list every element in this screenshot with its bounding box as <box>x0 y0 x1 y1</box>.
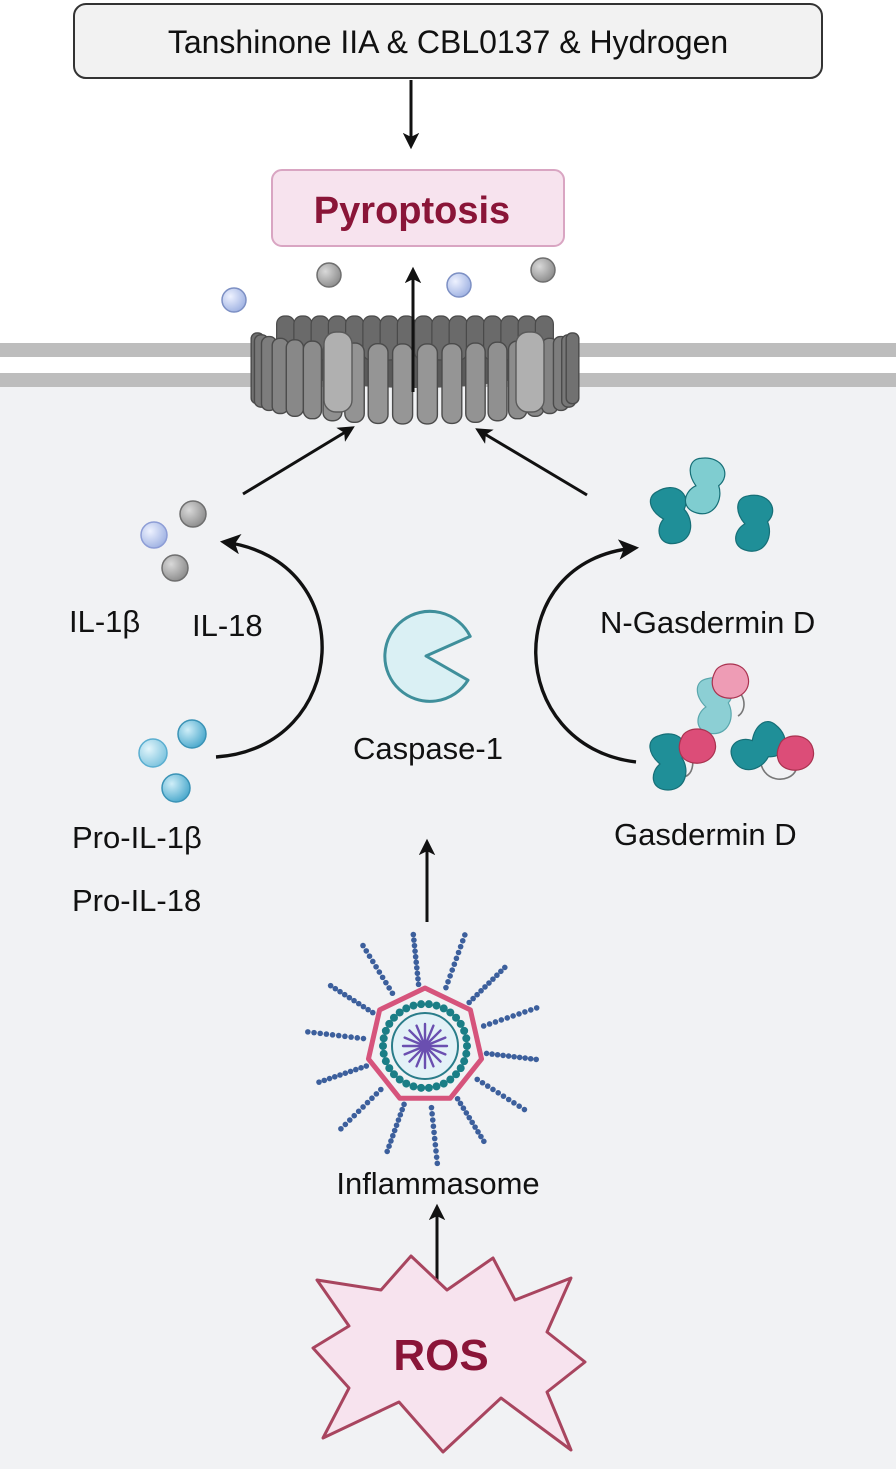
arrow-pro-cytokine-cleavage <box>215 534 324 759</box>
pro-il18-label: Pro-IL-18 <box>72 883 201 918</box>
treatment-box: Tanshinone IIA & CBL0137 & Hydrogen <box>73 3 823 79</box>
pyroptosis-box: Pyroptosis <box>271 169 565 247</box>
inflammasome-icon <box>305 931 540 1167</box>
cytokine-bead-icon <box>140 521 168 549</box>
cytokine-bead-icon <box>221 287 247 313</box>
ros-label: ROS <box>393 1331 488 1380</box>
n-gasdermin-label: N-Gasdermin D <box>600 605 815 640</box>
caspase-label: Caspase-1 <box>353 731 503 766</box>
il18-label: IL-18 <box>192 608 263 643</box>
ros-burst-icon <box>311 1254 587 1454</box>
cytokine-bead-icon <box>530 257 556 283</box>
cytokine-bead-icon <box>446 272 472 298</box>
cytokine-bead-icon <box>161 554 189 582</box>
arrow-gasdermin-cleavage <box>534 539 640 764</box>
membrane-pore-icon <box>250 315 580 425</box>
pro-il1b-label: Pro-IL-1β <box>72 820 202 855</box>
pro-cytokines <box>138 719 207 803</box>
cytokine-bead-icon <box>161 773 191 803</box>
n-gasdermin-fragments <box>649 457 774 552</box>
cytokine-bead-icon <box>177 719 207 749</box>
arrow-cytokines-to-pore <box>242 426 355 496</box>
cytokine-bead-icon <box>138 738 168 768</box>
gasdermin-d-proteins <box>649 663 815 791</box>
gasdermin-label: Gasdermin D <box>614 817 797 852</box>
mature-cytokines <box>140 500 207 582</box>
il1b-label: IL-1β <box>69 604 140 639</box>
released-cytokines <box>221 257 556 313</box>
inflammasome-label: Inflammasome <box>336 1166 539 1201</box>
cytokine-bead-icon <box>179 500 207 528</box>
caspase-pacman-icon <box>383 609 472 703</box>
cytokine-bead-icon <box>316 262 342 288</box>
treatment-label: Tanshinone IIA & CBL0137 & Hydrogen <box>168 24 728 60</box>
arrow-gasdermin-to-pore <box>475 428 588 497</box>
pyroptosis-label: Pyroptosis <box>314 190 510 232</box>
